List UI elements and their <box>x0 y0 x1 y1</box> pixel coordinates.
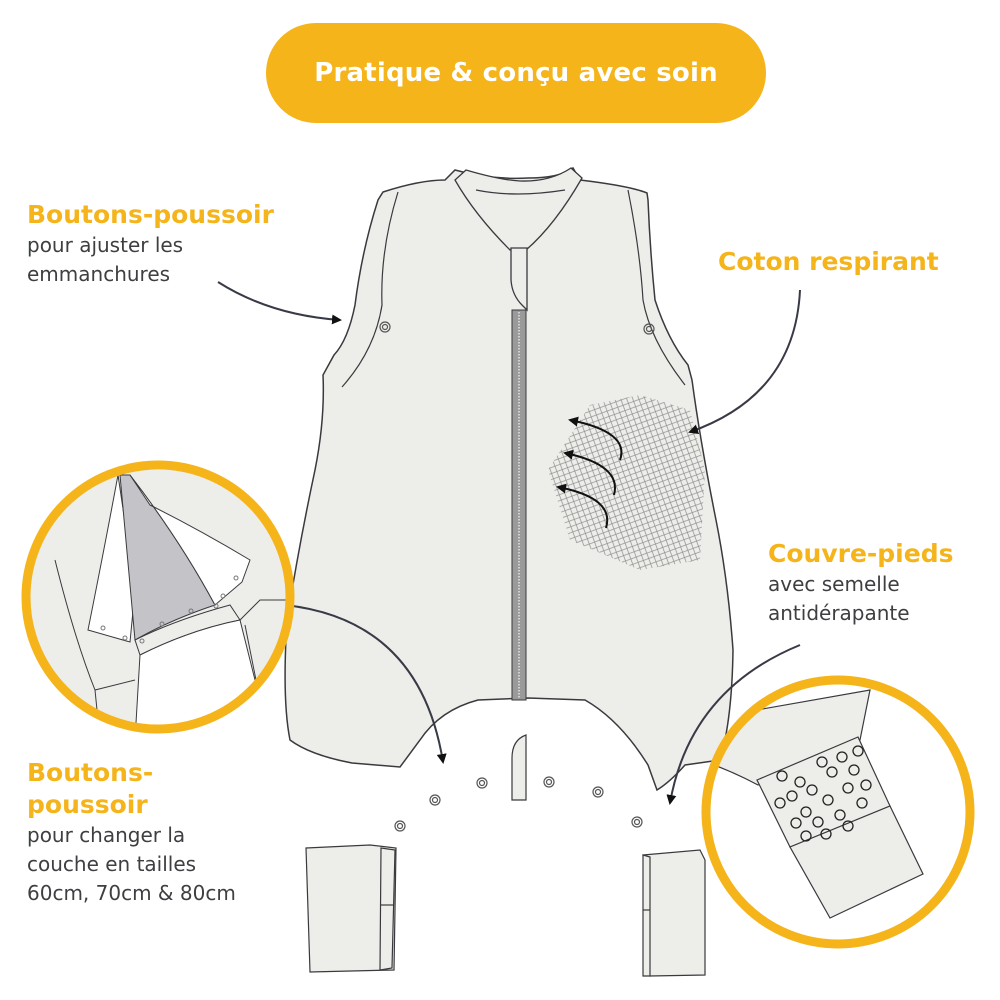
callout-desc: 60cm, 70cm & 80cm <box>27 881 236 905</box>
garment-collar <box>454 167 583 312</box>
callout-title: Coton respirant <box>718 247 939 276</box>
callout-desc: avec semelle <box>768 572 900 596</box>
airflow-arrows-icon <box>556 416 623 529</box>
diaper-arrow-icon <box>284 604 447 764</box>
header-title: Pratique & conçu avec soin <box>314 58 718 88</box>
sole-grip-dots <box>774 745 872 842</box>
header-banner: Pratique & conçu avec soin <box>266 23 766 123</box>
callout-desc: pour changer la <box>27 823 186 847</box>
callout-breathable-cotton: Coton respirant <box>718 246 998 278</box>
armhole-arrow-icon <box>217 281 342 325</box>
callout-diaper-snaps: Boutons- poussoir pour changer la couche… <box>27 757 297 908</box>
callout-title: Couvre-pieds <box>768 539 954 568</box>
callout-desc: pour ajuster les <box>27 233 184 257</box>
callout-title: Boutons-poussoir <box>27 200 274 229</box>
cotton-arrow-icon <box>688 289 801 435</box>
callout-desc: antidérapante <box>768 601 910 625</box>
armhole-bands <box>341 189 686 388</box>
callout-armhole-snaps: Boutons-poussoir pour ajuster les emmanc… <box>27 199 327 289</box>
diaper-opening-inset <box>21 460 295 734</box>
callout-desc: emmanchures <box>27 262 171 286</box>
snap-buttons <box>379 321 655 832</box>
callout-desc: couche en tailles <box>27 852 197 876</box>
garment-legs <box>305 844 706 977</box>
callout-title: Boutons- <box>27 758 154 787</box>
non-slip-sole-inset <box>701 675 975 949</box>
callout-title: poussoir <box>27 790 148 819</box>
feet-arrow-icon <box>666 644 801 805</box>
garment-body <box>284 166 734 792</box>
callout-foot-covers: Couvre-pieds avec semelle antidérapante <box>768 538 998 628</box>
zipper <box>511 309 527 801</box>
